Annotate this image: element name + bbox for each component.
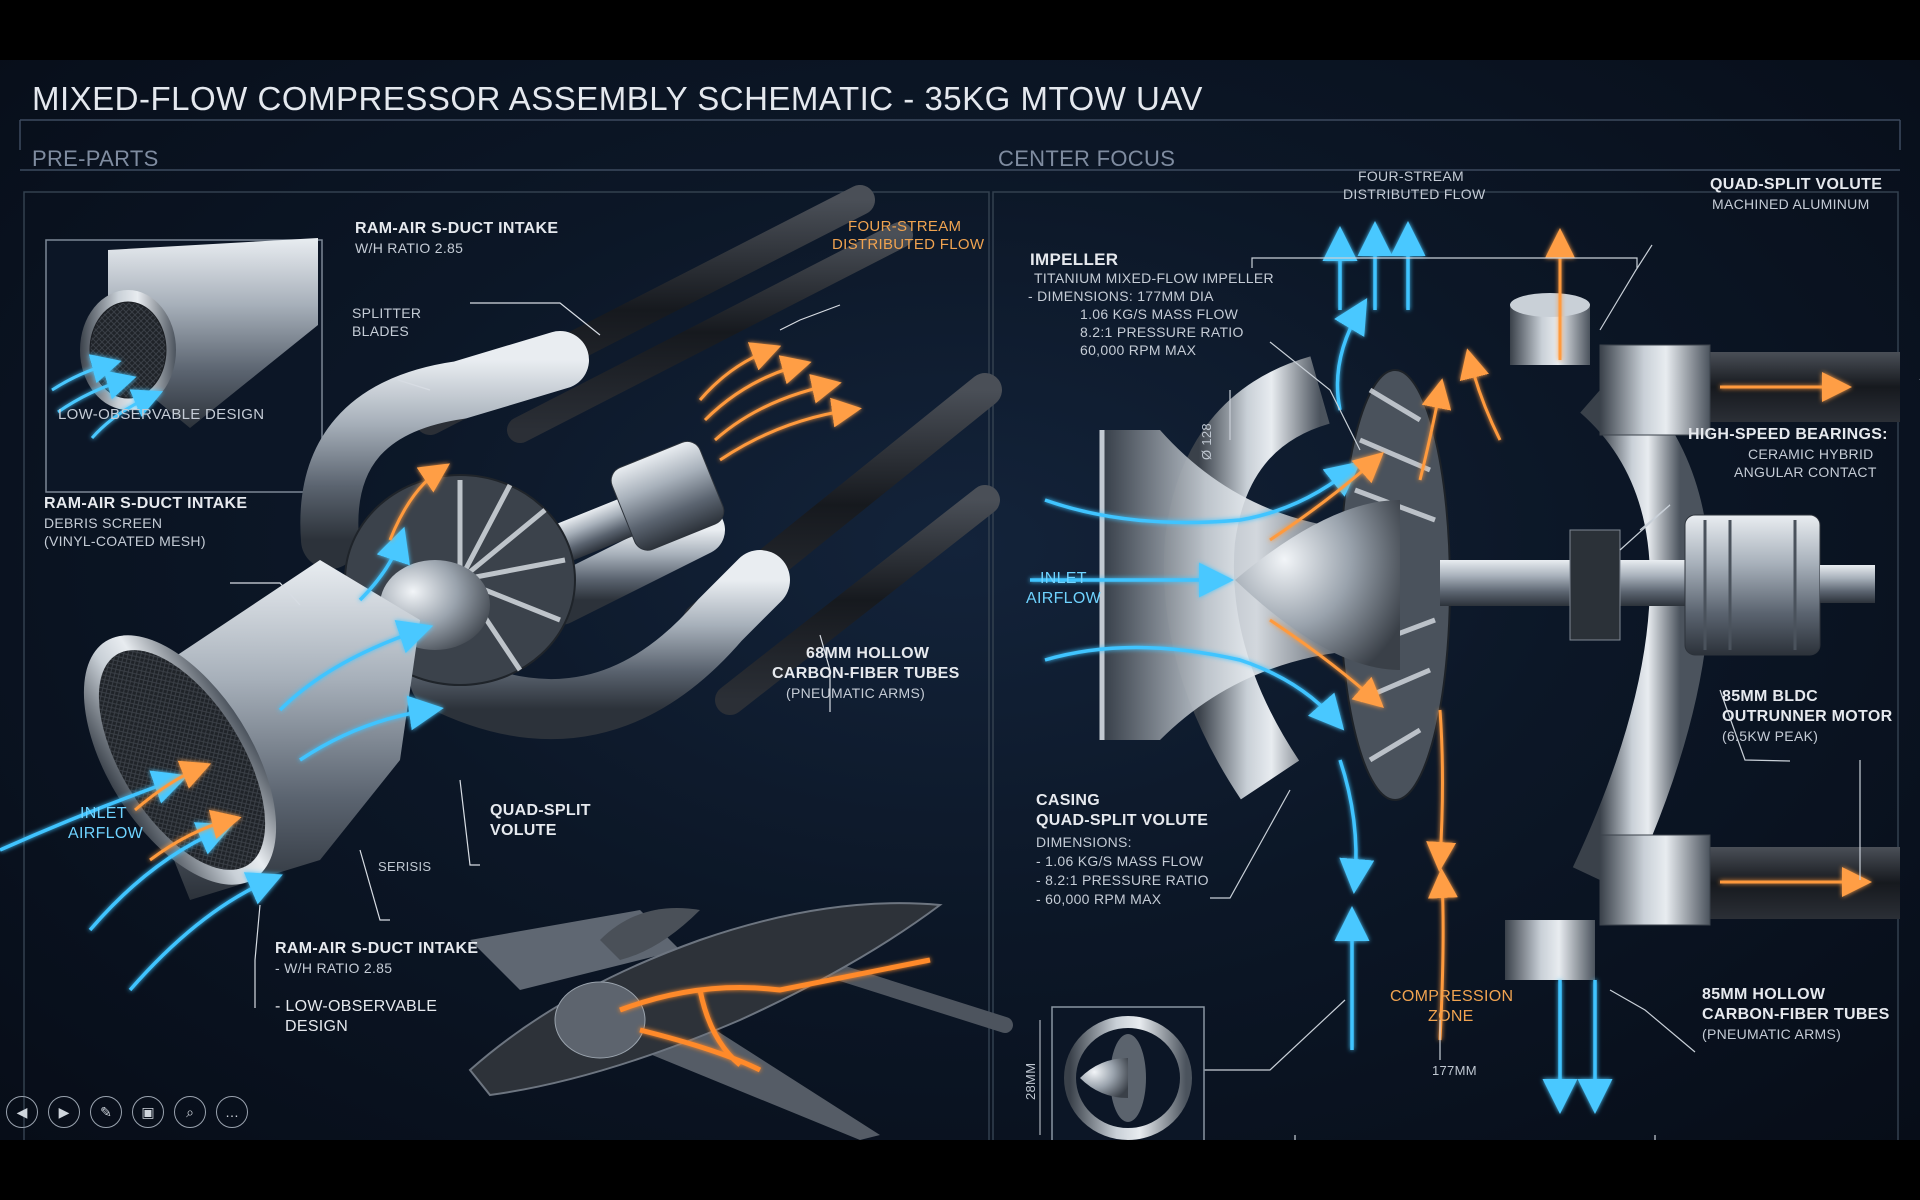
callout-tubes-right-l2: CARBON-FIBER TUBES bbox=[1702, 1006, 1890, 1023]
callout-tubes-right-l1: 85mm HOLLOW bbox=[1702, 986, 1826, 1003]
callout-quad-split-left-l1: QUAD-SPLIT bbox=[490, 802, 591, 819]
callout-debris-title: RAM-AIR S-DUCT INTAKE bbox=[44, 495, 248, 512]
callout-bearings-contact: ANGULAR CONTACT bbox=[1734, 464, 1877, 480]
callout-low-observable-l1: - LOW-OBSERVABLE bbox=[275, 998, 438, 1015]
dimension-inset: 28mm bbox=[1023, 1062, 1038, 1100]
callout-four-stream-left-l1: FOUR-STREAM bbox=[848, 218, 962, 235]
callout-impeller-material: TITANIUM MIXED-FLOW IMPELLER bbox=[1034, 270, 1274, 286]
callout-splitter-l1: SPLITTER bbox=[352, 305, 422, 321]
callout-motor-l3: (6.5kW PEAK) bbox=[1722, 728, 1819, 744]
callout-impeller-rpm: 60,000 RPM MAX bbox=[1080, 342, 1197, 358]
callout-low-observable-l2: DESIGN bbox=[285, 1018, 349, 1035]
pen-button[interactable]: ✎ bbox=[90, 1096, 122, 1128]
callout-impeller-dimensions: - DIMENSIONS: 177mm DIA bbox=[1028, 288, 1214, 304]
callout-inlet-right-l2: AIRFLOW bbox=[1026, 590, 1101, 607]
previous-icon: ◀ bbox=[16, 1104, 28, 1120]
slides-icon: ▣ bbox=[141, 1104, 155, 1120]
zoom-icon: ⌕ bbox=[186, 1104, 194, 1120]
more-icon: … bbox=[225, 1104, 239, 1120]
callout-compression-l1: COMPRESSION bbox=[1390, 988, 1514, 1005]
callout-four-stream-right-l1: FOUR-STREAM bbox=[1358, 168, 1464, 184]
callout-impeller-title: IMPELLER bbox=[1030, 250, 1119, 269]
callout-casing-title: CASING bbox=[1036, 792, 1101, 809]
callout-intake-top-title: RAM-AIR S-DUCT INTAKE bbox=[355, 220, 559, 237]
slides-button[interactable]: ▣ bbox=[132, 1096, 164, 1128]
callout-tubes-right-l3: (PNEUMATIC ARMS) bbox=[1702, 1026, 1842, 1042]
callout-four-stream-left-l2: DISTRIBUTED FLOW bbox=[832, 236, 985, 253]
callout-intake-top-ratio: W/H RATIO 2.85 bbox=[355, 240, 464, 256]
schematic-art bbox=[0, 119, 1920, 1140]
zoom-button[interactable]: ⌕ bbox=[174, 1096, 206, 1128]
section-heading-center-focus: CENTER FOCUS bbox=[998, 146, 1176, 171]
callout-debris-mesh: (VINYL-COATED MESH) bbox=[44, 533, 206, 549]
more-button[interactable]: … bbox=[216, 1096, 248, 1128]
callout-motor-l1: 85mm BLDC bbox=[1722, 688, 1819, 705]
callout-casing-rpm: - 60,000 RPM MAX bbox=[1036, 891, 1162, 907]
callout-casing-mass-flow: - 1.06 kg/s MASS FLOW bbox=[1036, 853, 1204, 869]
callout-splitter-l2: BLADES bbox=[352, 323, 410, 339]
previous-button[interactable]: ◀ bbox=[6, 1096, 38, 1128]
slideshow-controls: ◀ ▶ ✎ ▣ ⌕ … bbox=[6, 1096, 248, 1128]
callout-debris-screen: DEBRIS SCREEN bbox=[44, 515, 163, 531]
callout-inlet-right-l1: INLET bbox=[1040, 570, 1087, 587]
callout-inlet-left-l1: INLET bbox=[80, 805, 127, 822]
page-title: MIXED-FLOW COMPRESSOR ASSEMBLY SCHEMATIC… bbox=[32, 80, 1203, 117]
callout-inlet-left-l2: AIRFLOW bbox=[68, 825, 143, 842]
callout-compression-l2: ZONE bbox=[1428, 1008, 1474, 1025]
callout-series: SERISIS bbox=[378, 859, 432, 874]
inset-caption: LOW-OBSERVABLE DESIGN bbox=[58, 406, 265, 423]
next-button[interactable]: ▶ bbox=[48, 1096, 80, 1128]
callout-casing-dimensions: DIMENSIONS: bbox=[1036, 834, 1132, 850]
callout-bearings-title: HIGH-SPEED BEARINGS: bbox=[1688, 426, 1888, 443]
callout-casing-volute: QUAD-SPLIT VOLUTE bbox=[1036, 812, 1209, 829]
slide: MIXED-FLOW COMPRESSOR ASSEMBLY SCHEMATIC… bbox=[0, 60, 1920, 1140]
pen-icon: ✎ bbox=[100, 1104, 112, 1120]
callout-tubes-left-l3: (PNEUMATIC ARMS) bbox=[786, 685, 926, 701]
callout-volute-material: MACHINED ALUMINUM bbox=[1712, 196, 1870, 212]
callout-tubes-left-l1: 68mm HOLLOW bbox=[806, 645, 930, 662]
callout-casing-pressure: - 8.2:1 PRESSURE RATIO bbox=[1036, 872, 1209, 888]
callout-volute-title: QUAD-SPLIT VOLUTE bbox=[1710, 176, 1883, 193]
dimension-width: 177mm bbox=[1432, 1063, 1477, 1078]
callout-bearings-type: CERAMIC HYBRID bbox=[1748, 446, 1874, 462]
callout-intake-bottom-title: RAM-AIR S-DUCT INTAKE bbox=[275, 940, 479, 957]
callout-impeller-mass-flow: 1.06 kg/s MASS FLOW bbox=[1080, 306, 1239, 322]
callout-four-stream-right-l2: DISTRIBUTED FLOW bbox=[1343, 186, 1486, 202]
callout-motor-l2: OUTRUNNER MOTOR bbox=[1722, 708, 1893, 725]
callout-quad-split-left-l2: VOLUTE bbox=[490, 822, 557, 839]
next-icon: ▶ bbox=[58, 1104, 70, 1120]
callout-impeller-pressure: 8.2:1 PRESSURE RATIO bbox=[1080, 324, 1244, 340]
dimension-vertical: Ø 128 bbox=[1199, 423, 1214, 460]
callout-tubes-left-l2: CARBON-FIBER TUBES bbox=[772, 665, 960, 682]
callout-intake-bottom-ratio: - W/H RATIO 2.85 bbox=[275, 960, 393, 976]
section-heading-pre-parts: PRE-PARTS bbox=[32, 146, 159, 171]
